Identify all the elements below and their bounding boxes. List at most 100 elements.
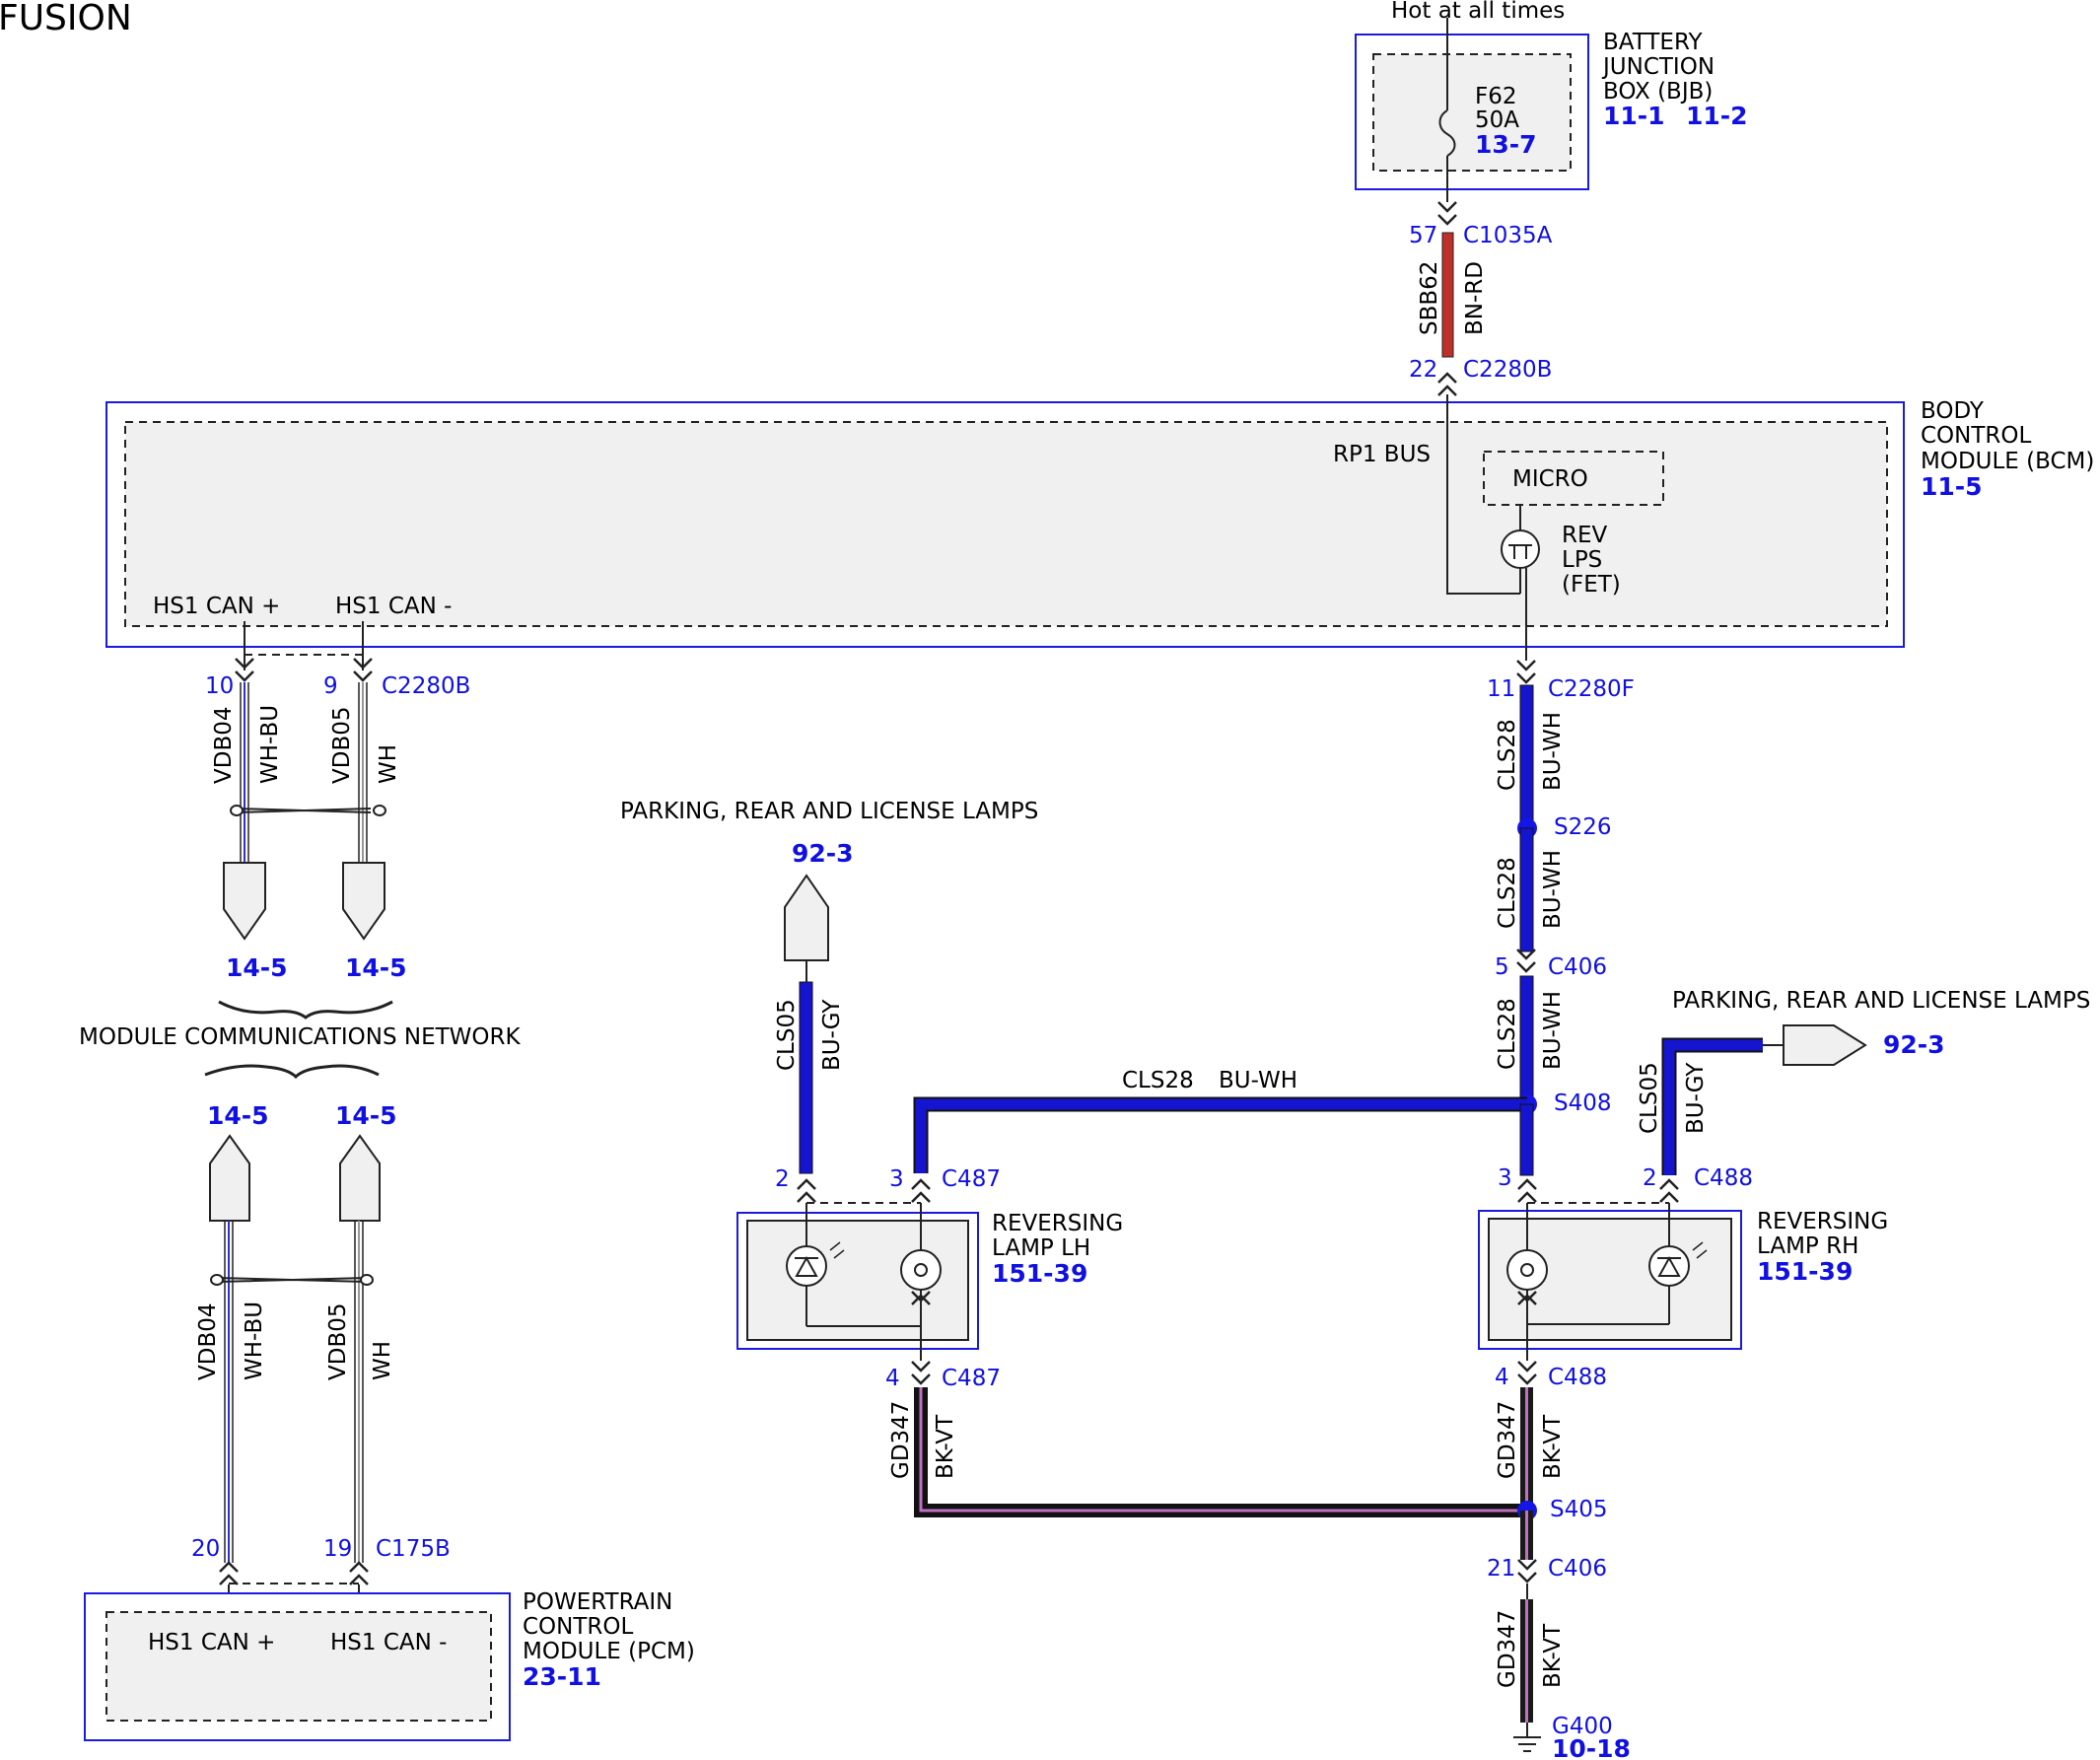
bcm-name-line-3: MODULE (BCM) <box>1921 449 2094 474</box>
network-connector-up-2[interactable] <box>339 1134 381 1222</box>
fet-icon <box>1501 529 1540 569</box>
bulb-icon-rh <box>1506 1249 1548 1305</box>
vdb05-bottom-color: WH <box>370 1341 395 1380</box>
bjb-name-line-3: BOX (BJB) <box>1603 79 1713 105</box>
network-ref-top-2[interactable]: 14-5 <box>345 953 407 982</box>
c1035a-name: C1035A <box>1463 223 1553 248</box>
rh-ref[interactable]: 151-39 <box>1757 1257 1853 1286</box>
pcm-can-plus: HS1 CAN + <box>148 1630 275 1655</box>
c406-bottom-name: C406 <box>1548 1556 1607 1582</box>
wire-vdb04-top[interactable] <box>240 682 249 863</box>
c487-in-pin-a: 2 <box>775 1166 790 1192</box>
parking-lamps-left-connector[interactable] <box>784 874 829 961</box>
fuse-rating: 50A <box>1475 107 1519 133</box>
wire-sbb62[interactable] <box>1441 232 1454 358</box>
gd347-lh-circuit: GD347 <box>888 1401 914 1479</box>
bcm-ref[interactable]: 11-5 <box>1921 472 1983 501</box>
connector-c487-gnd-symbol <box>911 1361 931 1385</box>
network-connector-up-1[interactable] <box>209 1134 250 1222</box>
c488-in-pin-b: 2 <box>1643 1165 1657 1191</box>
c2280b-top-name: C2280B <box>1463 357 1552 383</box>
fet-line-3: (FET) <box>1562 572 1621 598</box>
c487-in-pin-b: 3 <box>889 1166 904 1192</box>
ground-name[interactable]: G400 <box>1552 1714 1613 1739</box>
reversing-lamp-lh[interactable] <box>736 1212 979 1350</box>
network-connector-down-1[interactable] <box>223 862 266 941</box>
connector-c1035a-symbol <box>1437 201 1457 226</box>
connector-c2280b-top-symbol <box>1437 372 1457 396</box>
wire-cls28-seg2[interactable] <box>1519 827 1534 952</box>
fuse-ref[interactable]: 13-7 <box>1475 130 1537 159</box>
network-ref-bottom-2[interactable]: 14-5 <box>335 1101 397 1130</box>
c1035a-pin: 57 <box>1409 223 1437 248</box>
network-ref-top-1[interactable]: 14-5 <box>226 953 288 982</box>
network-ref-bottom-1[interactable]: 14-5 <box>207 1101 269 1130</box>
cls28-horizontal-color: BU-WH <box>1219 1068 1297 1093</box>
wire-cls28-seg1[interactable] <box>1519 684 1534 829</box>
bcm-name-line-2: CONTROL <box>1921 423 2032 449</box>
fuse-icon <box>1438 18 1456 202</box>
wire-cls28-seg3[interactable] <box>1519 975 1534 1105</box>
wire-cls28-seg4[interactable] <box>1519 1103 1534 1176</box>
battery-junction-box[interactable] <box>1355 34 1589 190</box>
bjb-ref-2[interactable]: 11-2 <box>1686 102 1748 130</box>
vdb05-bottom-circuit: VDB05 <box>325 1303 351 1381</box>
network-brace-bottom <box>204 1064 380 1080</box>
c487-gnd-name: C487 <box>942 1366 1001 1391</box>
wire-vdb04-bottom[interactable] <box>224 1221 234 1563</box>
sbb62-circuit: SBB62 <box>1417 261 1442 335</box>
bcm-can-plus: HS1 CAN + <box>153 594 280 619</box>
connector-c488-gnd-symbol <box>1517 1361 1537 1385</box>
cls05-right-circuit: CLS05 <box>1637 1062 1662 1134</box>
cls05-left-color: BU-GY <box>819 999 845 1071</box>
splice-s405[interactable]: S405 <box>1550 1497 1608 1522</box>
cls28-seg3-color: BU-WH <box>1540 991 1566 1070</box>
power-note: Hot at all times <box>1391 0 1565 24</box>
pcm-name-line-3: MODULE (PCM) <box>523 1639 695 1664</box>
micro-box <box>1483 451 1664 506</box>
wire-vdb05-top[interactable] <box>358 682 368 863</box>
c2280b-can-name: C2280B <box>382 673 470 699</box>
pcm-can-minus: HS1 CAN - <box>330 1630 447 1655</box>
cls28-seg2-color: BU-WH <box>1540 850 1566 929</box>
bulb-icon-lh <box>900 1249 942 1305</box>
c175b-pin-a: 20 <box>191 1536 220 1562</box>
wire-cls28-horizontal[interactable] <box>913 1096 1527 1173</box>
c2280f-pin: 11 <box>1487 676 1515 702</box>
c488-in-pin-a: 3 <box>1498 1165 1512 1191</box>
c406-top-name: C406 <box>1548 954 1607 980</box>
parking-lamps-left-ref[interactable]: 92-3 <box>792 839 854 868</box>
ground-ref[interactable]: 10-18 <box>1552 1734 1631 1760</box>
splice-s408[interactable]: S408 <box>1554 1091 1612 1116</box>
vdb04-bottom-color: WH-BU <box>242 1302 267 1380</box>
connector-c406-top-symbol <box>1516 949 1536 973</box>
gd347-rh-color: BK-VT <box>1540 1414 1566 1479</box>
lh-ref[interactable]: 151-39 <box>992 1259 1087 1288</box>
parking-lamps-right-connector[interactable] <box>1783 1024 1867 1066</box>
pcm-ref[interactable]: 23-11 <box>523 1662 601 1691</box>
wire-gd347-lh[interactable] <box>914 1387 1527 1517</box>
bjb-name-line-2: JUNCTION <box>1601 54 1715 80</box>
wire-vdb05-bottom[interactable] <box>354 1221 364 1563</box>
vdb04-bottom-circuit: VDB04 <box>195 1303 221 1381</box>
gd347-lh-color: BK-VT <box>933 1414 958 1479</box>
cls05-left-circuit: CLS05 <box>774 999 800 1071</box>
connector-c488-in-symbol <box>1517 1178 1679 1203</box>
network-connector-down-2[interactable] <box>342 862 385 941</box>
parking-lamps-right-ref[interactable]: 92-3 <box>1883 1030 1945 1059</box>
splice-s226[interactable]: S226 <box>1554 814 1612 840</box>
wire-cls05-left[interactable] <box>799 981 813 1174</box>
cls28-seg1-circuit: CLS28 <box>1495 719 1520 791</box>
connector-c175b-symbol <box>219 1561 369 1585</box>
body-control-module[interactable] <box>105 401 1905 648</box>
c2280b-can-pin-a: 10 <box>205 673 234 699</box>
cls28-seg3-circuit: CLS28 <box>1495 998 1520 1070</box>
powertrain-control-module[interactable] <box>84 1592 511 1741</box>
bjb-ref-1[interactable]: 11-1 <box>1603 102 1665 130</box>
vdb05-top-circuit: VDB05 <box>329 707 355 785</box>
c406-bottom-pin: 21 <box>1487 1556 1515 1582</box>
twisted-pair-symbol-top <box>230 805 386 816</box>
connector-c487-in-symbol <box>797 1178 931 1203</box>
c175b-name: C175B <box>376 1536 451 1562</box>
